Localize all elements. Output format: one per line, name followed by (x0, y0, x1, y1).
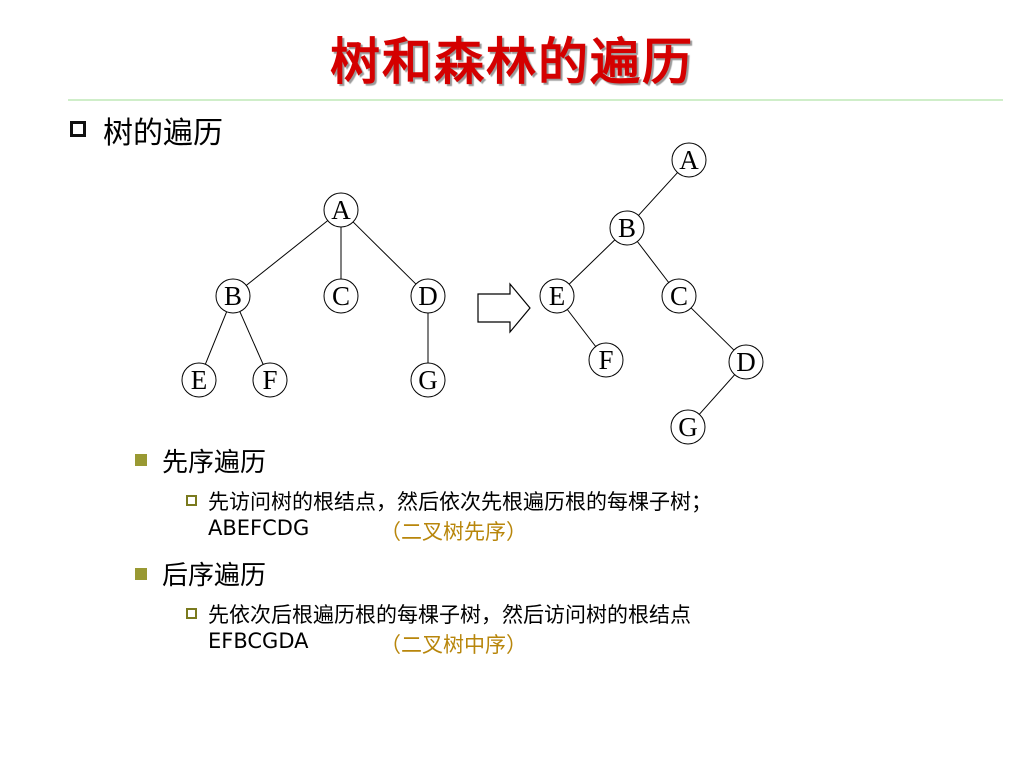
square-bullet-icon (186, 495, 197, 506)
postorder-desc: 先依次后根遍历根的每棵子树，然后访问树的根结点 (208, 603, 691, 627)
postorder-label: 后序遍历 (162, 561, 267, 591)
tree-node-label-F: F (262, 365, 277, 395)
binary-tree-node-label-E: E (549, 281, 566, 311)
tree-node-C (323, 278, 359, 314)
binary-tree-edge-C-D (690, 307, 735, 351)
tree-node-label-D: D (418, 281, 438, 311)
tree-node-A (323, 192, 359, 228)
slide-title: 树和森林的遍历 (330, 32, 694, 91)
binary-tree-edge-B-E (568, 239, 616, 285)
preorder-label: 先序遍历 (162, 448, 267, 478)
tree-node-label-G: G (418, 365, 438, 395)
binary-tree-node-F (588, 342, 624, 378)
binary-tree-node-label-A: A (679, 145, 699, 175)
tree-edge-B-F (239, 311, 264, 365)
binary-tree-edges (566, 172, 736, 415)
binary-tree-node-G (670, 409, 706, 445)
square-bullet-icon (70, 121, 86, 137)
postorder-note: （二叉树中序） (380, 633, 527, 657)
binary-tree-node-label-G: G (678, 412, 698, 442)
binary-tree-node-label-F: F (598, 345, 613, 375)
tree-nodes: A B C D E F G (181, 192, 446, 398)
square-bullet-icon (186, 608, 197, 619)
right-arrow-icon (477, 282, 531, 334)
binary-tree-node-label-D: D (736, 347, 756, 377)
tree-edge-A-D (352, 221, 417, 285)
binary-tree-node-label-B: B (618, 213, 636, 243)
binary-tree-node-A (671, 142, 707, 178)
binary-tree-nodes: A B E C F D G (539, 142, 764, 445)
postorder-sequence: EFBCGDA (208, 629, 309, 653)
tree-node-label-E: E (191, 365, 208, 395)
square-bullet-icon (135, 454, 147, 466)
binary-tree-edge-B-C (636, 241, 670, 283)
binary-tree-node-B (609, 210, 645, 246)
tree-node-label-C: C (332, 281, 350, 311)
preorder-sequence: ABEFCDG (208, 516, 310, 540)
tree-node-E (181, 362, 217, 398)
section-heading: 树的遍历 (103, 116, 223, 151)
preorder-desc: 先访问树的根结点，然后依次先根遍历根的每棵子树； (208, 490, 712, 514)
binary-tree-node-C (661, 278, 697, 314)
binary-tree-edge-D-G (698, 374, 736, 415)
binary-tree-node-D (728, 344, 764, 380)
binary-tree-node-label-C: C (670, 281, 688, 311)
binary-tree-edge-A-B (638, 172, 678, 216)
tree-node-G (410, 362, 446, 398)
square-bullet-icon (135, 568, 147, 580)
tree-edges (204, 220, 429, 365)
tree-node-label-A: A (331, 195, 351, 225)
tree-node-D (410, 278, 446, 314)
binary-tree-edge-E-F (566, 309, 597, 347)
tree-edge-A-B (245, 220, 329, 286)
binary-tree-node-E (539, 278, 575, 314)
title-divider (68, 99, 1003, 101)
tree-edge-B-E (204, 311, 228, 365)
tree-node-label-B: B (224, 281, 242, 311)
preorder-note: （二叉树先序） (380, 520, 527, 544)
tree-node-F (252, 362, 288, 398)
tree-node-B (215, 278, 251, 314)
